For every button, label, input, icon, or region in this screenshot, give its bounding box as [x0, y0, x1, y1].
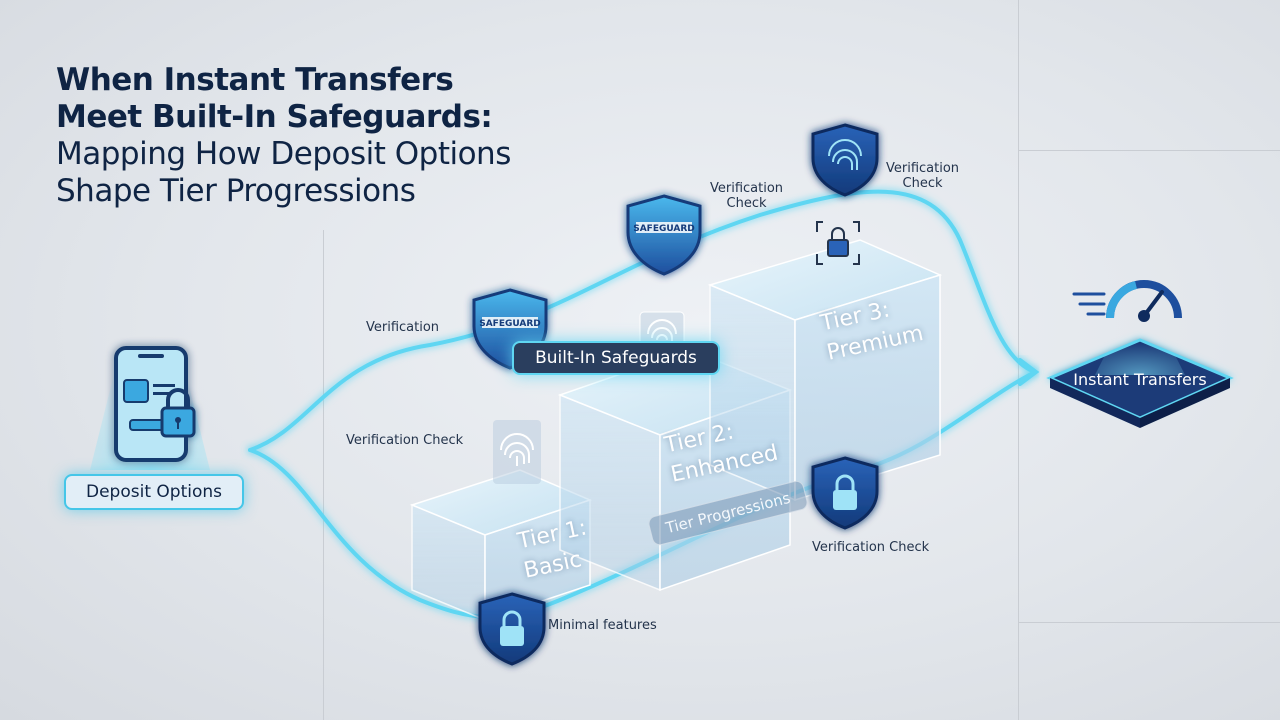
verification-check-bottom-label: Verification Check — [812, 540, 930, 555]
flow-path-top — [248, 189, 1037, 452]
divider-line — [1018, 150, 1280, 151]
deposit-options-node: Deposit Options — [64, 474, 244, 510]
speedometer-icon — [1072, 280, 1182, 322]
divider-line — [1018, 622, 1280, 623]
check-text: Check — [902, 176, 943, 191]
shield-lock-icon — [478, 592, 546, 666]
phone-lock-icon — [114, 346, 196, 462]
shield-fingerprint-icon — [811, 123, 879, 197]
shield-lock-icon — [811, 456, 879, 530]
verification-check-label: Verification Check — [346, 433, 464, 448]
check-text: Check — [726, 196, 767, 211]
fingerprint-icon — [493, 420, 541, 484]
shield-text: SAFEGUARD — [633, 224, 695, 234]
verification-label: Verification — [366, 320, 440, 335]
instant-transfers-platform: Instant Transfers — [1046, 335, 1234, 428]
title-line-3: Mapping How Deposit Options — [56, 136, 511, 172]
tier-3-block — [707, 239, 943, 502]
title-line-2: Meet Built-In Safeguards: — [56, 99, 493, 135]
built-in-safeguards-node: Built-In Safeguards — [512, 341, 720, 375]
title-line-1: When Instant Transfers — [56, 62, 454, 98]
shield-text: SAFEGUARD — [479, 319, 541, 329]
page-title: When Instant Transfers Meet Built-In Saf… — [56, 62, 511, 210]
verification-text: Verification — [710, 181, 784, 196]
instant-transfers-label: Instant Transfers — [1073, 370, 1206, 389]
flow-arrow — [1018, 358, 1040, 386]
title-line-4: Shape Tier Progressions — [56, 173, 416, 209]
lock-icon — [816, 221, 860, 265]
shield-icon: SAFEGUARD — [626, 194, 702, 276]
verification-check-right-label: Verification Check — [886, 161, 959, 191]
divider-line — [323, 230, 324, 720]
minimal-features-label: Minimal features — [548, 618, 657, 633]
verification-check-top-label: Verification Check — [710, 181, 783, 211]
verification-text: Verification — [886, 161, 960, 176]
